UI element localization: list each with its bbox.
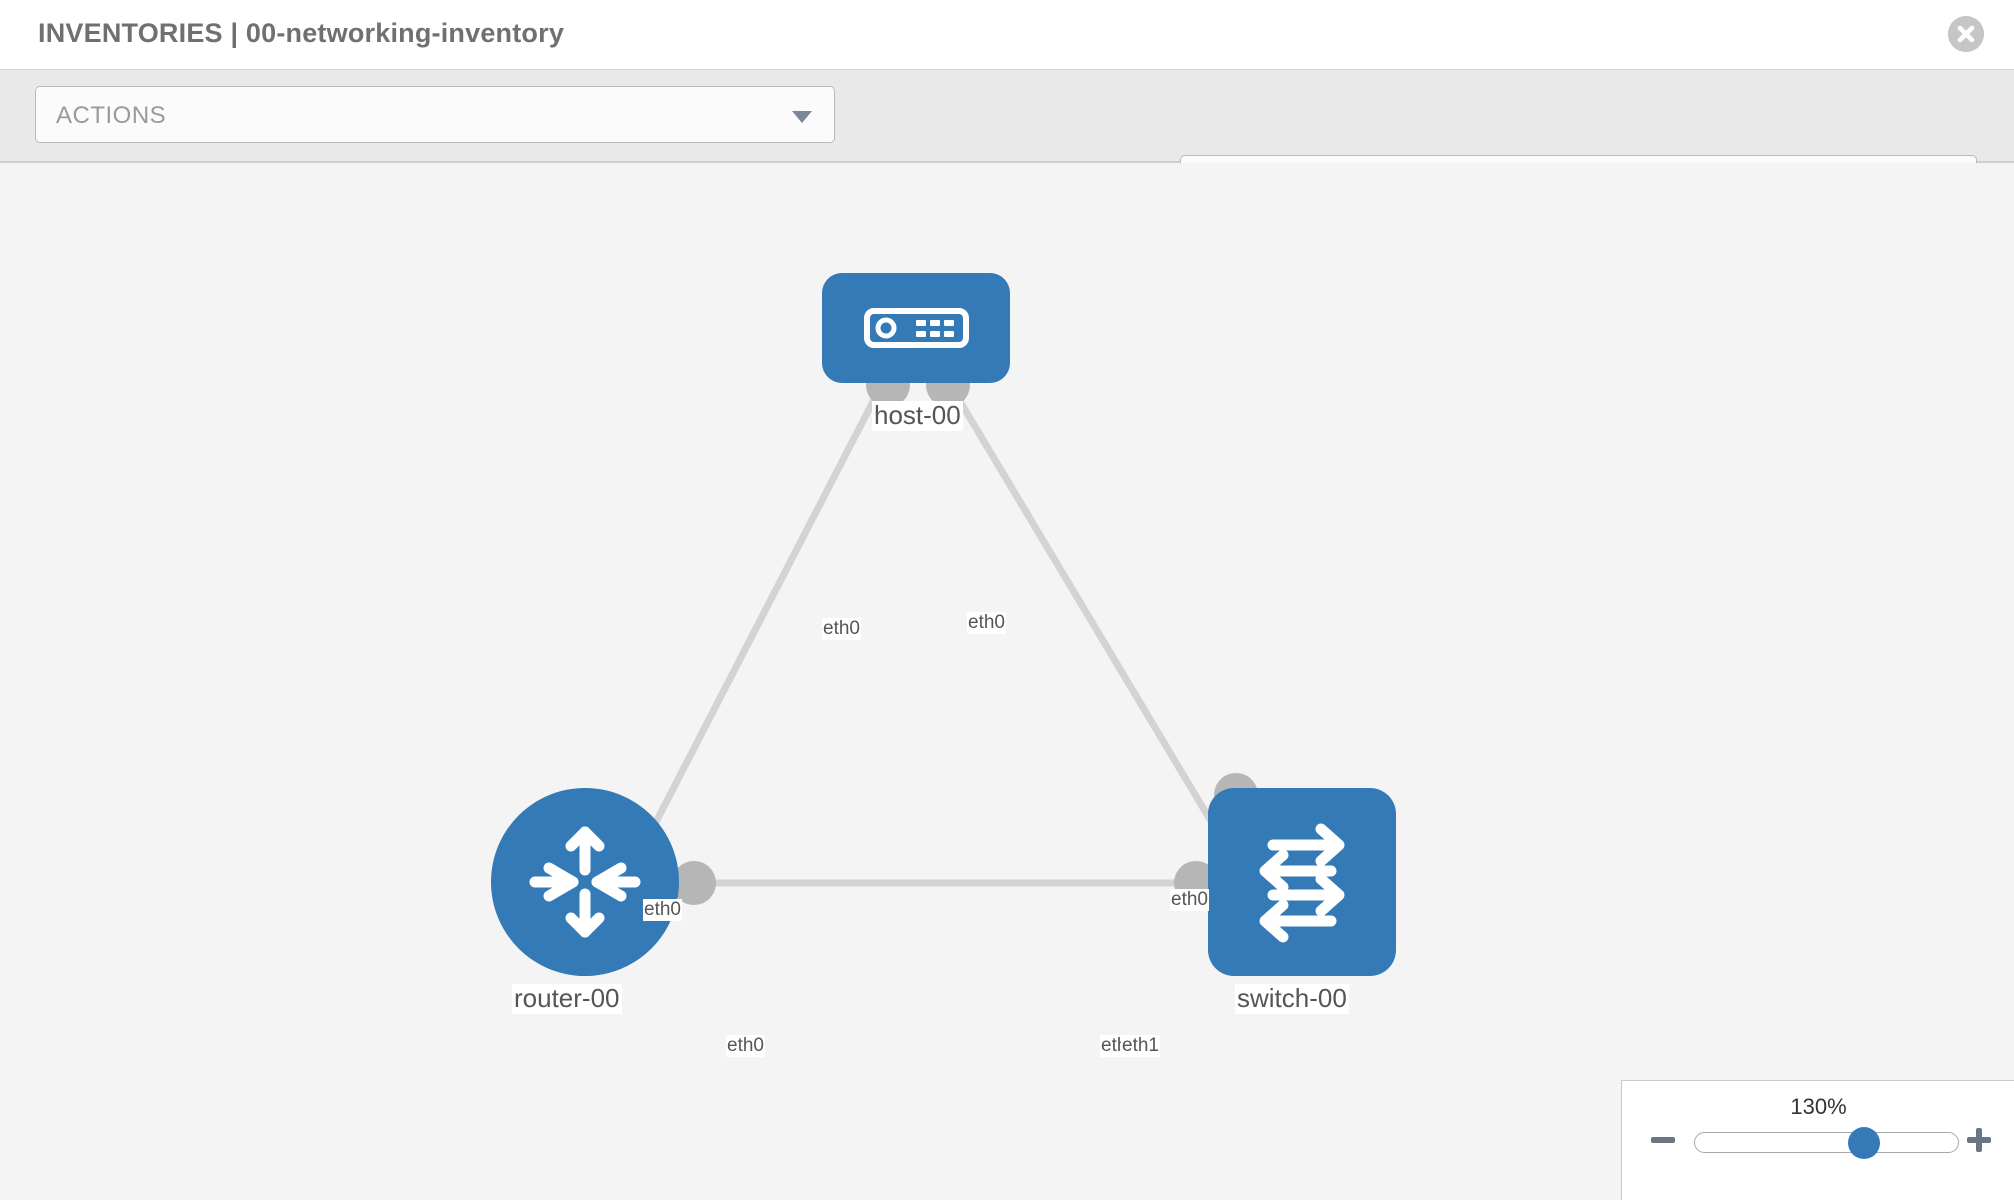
iface-label-router-up: eth0 — [643, 899, 682, 921]
link-ports — [672, 363, 1258, 905]
page-header: INVENTORIES | 00-networking-inventory — [0, 0, 2014, 70]
node-host-00[interactable]: host-00 — [822, 273, 1010, 431]
toolbar: ACTIONS SEARCH — [0, 70, 2014, 212]
node-switch-00-label: switch-00 — [1235, 983, 1349, 1014]
node-switch-00[interactable]: switch-00 — [1208, 788, 1396, 1014]
topology-canvas[interactable]: host-00 router-00 — [0, 163, 2014, 1200]
server-icon — [863, 308, 969, 348]
router-arrows-icon — [529, 826, 641, 938]
iface-label-host-left: eth0 — [822, 618, 861, 640]
iface-label-switch-up: eth0 — [1170, 889, 1209, 911]
node-host-00-label: host-00 — [872, 400, 963, 431]
close-icon[interactable] — [1948, 16, 1984, 52]
zoom-level-value: 130% — [1790, 1094, 1847, 1119]
zoom-control-panel: 130% — [1621, 1080, 2014, 1200]
node-host-00-shape[interactable] — [822, 273, 1010, 383]
switch-arrows-icon — [1259, 823, 1345, 943]
actions-dropdown-label: ACTIONS — [56, 102, 167, 129]
iface-label-switch-left-eth1: eth1 — [1121, 1035, 1160, 1057]
iface-label-host-right: eth0 — [967, 612, 1006, 634]
node-router-00-label: router-00 — [512, 983, 622, 1014]
node-switch-00-shape[interactable] — [1208, 788, 1396, 976]
link-lines — [636, 386, 1234, 887]
zoom-slider-thumb[interactable] — [1847, 1127, 1880, 1159]
link-host-switch — [948, 386, 1234, 855]
link-host-router — [636, 386, 884, 855]
node-router-00-shape[interactable] — [491, 788, 679, 976]
topology-links — [636, 363, 1258, 905]
actions-dropdown[interactable]: ACTIONS — [35, 86, 835, 143]
zoom-slider[interactable] — [1694, 1127, 1959, 1159]
port-router-right — [672, 861, 716, 905]
zoom-in-button[interactable] — [1964, 1125, 1994, 1160]
node-router-00[interactable]: router-00 — [491, 788, 679, 1014]
zoom-out-button[interactable] — [1648, 1125, 1678, 1160]
chevron-down-icon — [792, 111, 812, 123]
page-title: INVENTORIES | 00-networking-inventory — [38, 18, 565, 48]
iface-label-router-right: eth0 — [726, 1035, 765, 1057]
